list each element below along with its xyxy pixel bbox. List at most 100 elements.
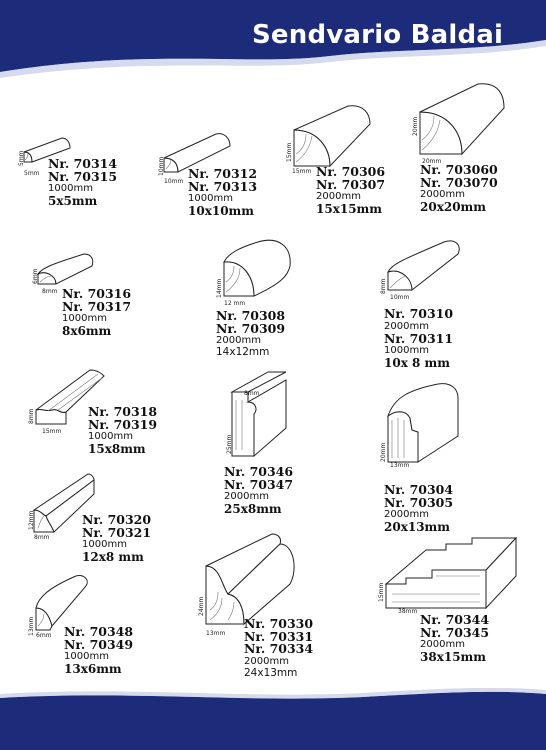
product-code: Nr. 703070 <box>420 174 498 190</box>
product-length: 2000mm <box>216 335 261 346</box>
product-code: Nr. 70319 <box>88 416 158 432</box>
dimension-height: 25mm <box>226 434 233 454</box>
product-code: Nr. 70320 <box>82 512 152 527</box>
dimension-height: 15mm <box>378 582 385 602</box>
moulding-profile-drawing <box>230 371 287 458</box>
dimension-width: 15mm <box>292 168 312 175</box>
product-length: 1000mm <box>62 313 107 324</box>
product-length: 1000mm <box>82 539 127 550</box>
header-wave <box>0 0 546 78</box>
dimension-height: 8mm <box>380 278 387 294</box>
dimension-width: 10mm <box>164 178 184 185</box>
moulding-profile-drawing <box>387 383 459 463</box>
dimension-height: 6mm <box>32 268 39 284</box>
product-length: 2000mm <box>384 509 429 520</box>
page-title: Sendvario Baldai <box>252 20 504 50</box>
product-length: 2000mm <box>384 320 429 332</box>
product-length: 1000mm <box>64 651 109 662</box>
product-code: Nr. 70304 <box>384 482 454 497</box>
dimension-height: 24mm <box>198 596 205 616</box>
dimension-width: 13mm <box>206 630 226 637</box>
product-size: 10x 8 mm <box>384 356 450 370</box>
product-code: Nr. 70331 <box>244 628 314 644</box>
dimension-height: 14mm <box>216 278 223 298</box>
product-size: 20x20mm <box>420 200 486 214</box>
footer-wave <box>0 688 546 750</box>
product-code: Nr. 70313 <box>188 178 258 194</box>
dimension-height: 5mm <box>18 150 25 166</box>
product-code: Nr. 70318 <box>88 404 158 419</box>
header-banner: Sendvario Baldai <box>0 0 546 80</box>
moulding-profile-drawing <box>384 536 518 610</box>
dimension-width: 8mm <box>34 534 50 541</box>
product-code: Nr. 70315 <box>48 168 118 184</box>
product-code: Nr. 70334 <box>244 641 314 656</box>
moulding-profile-drawing <box>35 369 105 425</box>
product-length: 2000mm <box>420 189 465 200</box>
product-code: Nr. 70311 <box>384 330 454 346</box>
product-code: Nr. 70349 <box>64 636 134 652</box>
dimension-width: 13mm <box>390 462 410 469</box>
dimension-height: 15mm <box>286 142 293 162</box>
product-size: 38x15mm <box>420 650 486 664</box>
product-code: Nr. 70305 <box>384 494 454 510</box>
product-code: Nr. 70348 <box>64 624 134 639</box>
product-code: Nr. 70347 <box>224 476 294 492</box>
moulding-profile-drawing <box>163 133 231 173</box>
moulding-profile-drawing <box>419 83 505 156</box>
product-size: 5x5mm <box>48 194 98 208</box>
product-code: Nr. 70312 <box>188 166 258 181</box>
product-code: Nr. 70346 <box>224 464 294 479</box>
product-code: Nr. 70321 <box>82 524 152 540</box>
product-code: Nr. 70314 <box>48 156 118 171</box>
dimension-width: 8mm <box>42 288 58 295</box>
footer-band <box>0 688 546 750</box>
dimension-height: 20mm <box>412 116 419 136</box>
product-size: 24x13mm <box>244 666 298 679</box>
dimension-width: 20mm <box>422 158 442 165</box>
product-length: 2000mm <box>420 639 465 650</box>
product-length: 1000mm <box>88 431 133 442</box>
product-length: 1000mm <box>384 345 429 356</box>
dimension-height: 10mm <box>158 156 165 176</box>
dimension-width: 38mm <box>398 608 418 615</box>
dimension-height: 20mm <box>380 442 387 462</box>
moulding-profile-drawing <box>387 240 460 292</box>
moulding-profile-drawing <box>23 137 71 163</box>
product-code: Nr. 70308 <box>216 308 286 323</box>
moulding-profile-drawing <box>205 533 295 626</box>
dimension-width: 6mm <box>36 632 52 639</box>
moulding-profile-drawing <box>35 575 88 631</box>
product-length: 2000mm <box>224 491 269 502</box>
product-size: 15x15mm <box>316 202 382 216</box>
dimension-width: 12 mm <box>224 300 246 307</box>
dimension-width: 15mm <box>42 428 62 435</box>
moulding-profile-drawing <box>223 239 291 297</box>
product-code: Nr. 70330 <box>244 616 314 631</box>
moulding-profile-drawing <box>32 473 95 533</box>
dimension-height: 8mm <box>28 408 35 424</box>
moulding-profile-drawing <box>293 105 371 168</box>
dimension-width: 10mm <box>390 294 410 301</box>
product-code: Nr. 70345 <box>420 624 490 640</box>
product-size: 10x10mm <box>188 204 254 218</box>
product-code: Nr. 70344 <box>420 612 490 627</box>
product-code: Nr. 703060 <box>420 162 498 177</box>
product-code: Nr. 70306 <box>316 164 386 179</box>
dimension-height: 12mm <box>28 510 35 530</box>
dimension-width: 5mm <box>24 170 40 177</box>
product-code: Nr. 70316 <box>62 286 132 301</box>
product-code: Nr. 70307 <box>316 176 386 192</box>
product-code: Nr. 70310 <box>384 306 454 321</box>
product-size: 8x6mm <box>62 324 112 338</box>
product-size: 20x13mm <box>384 520 450 534</box>
product-length: 1000mm <box>188 193 233 204</box>
product-size: 15x8mm <box>88 442 146 456</box>
product-code: Nr. 70317 <box>62 298 132 314</box>
product-size: 14x12mm <box>216 346 270 358</box>
dimension-height: 13mm <box>28 616 35 636</box>
product-size: 13x6mm <box>64 662 122 676</box>
product-length: 2000mm <box>244 655 289 667</box>
product-code: Nr. 70309 <box>216 320 286 336</box>
product-length: 2000mm <box>316 191 361 202</box>
